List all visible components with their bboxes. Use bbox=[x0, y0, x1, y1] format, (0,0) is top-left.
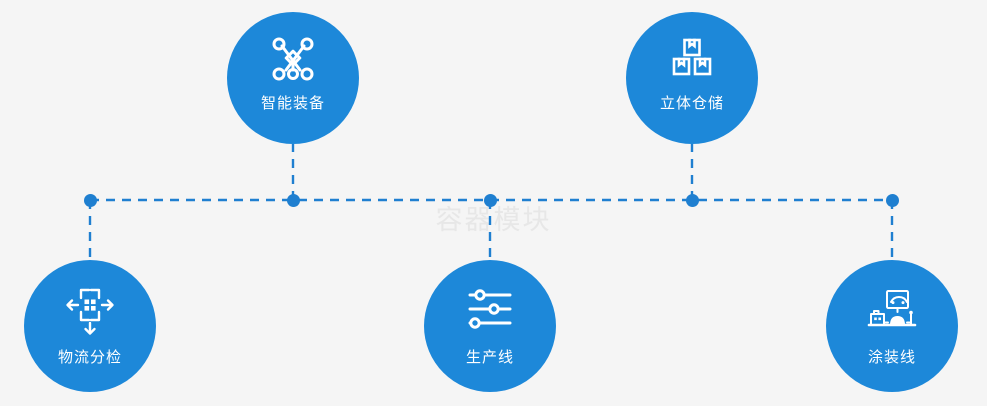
paint-booth-icon bbox=[866, 284, 918, 336]
bus-node-2[interactable] bbox=[286, 193, 300, 207]
node-label-intelligent-equipment: 智能装备 bbox=[260, 94, 325, 112]
bus-node-4[interactable] bbox=[685, 193, 699, 207]
node-stereoscopic-warehouse[interactable]: 立体仓储 bbox=[626, 12, 758, 144]
node-label-painting-line: 涂装线 bbox=[867, 348, 916, 366]
node-production-line[interactable]: 生产线 bbox=[424, 260, 556, 392]
node-logistics-sorting[interactable]: 物流分检 bbox=[24, 260, 156, 392]
bus-node-3[interactable] bbox=[483, 193, 497, 207]
node-label-stereoscopic-warehouse: 立体仓储 bbox=[659, 94, 724, 112]
bus-node-1[interactable] bbox=[83, 193, 97, 207]
watermark-text: 容器模块 bbox=[435, 205, 552, 236]
node-intelligent-equipment[interactable]: 智能装备 bbox=[227, 12, 359, 144]
stacked-boxes-icon bbox=[666, 34, 718, 86]
node-painting-line[interactable]: 涂装线 bbox=[826, 260, 958, 392]
sorting-arrows-icon bbox=[64, 284, 116, 336]
bus-node-5[interactable] bbox=[885, 193, 899, 207]
node-label-production-line: 生产线 bbox=[465, 348, 514, 366]
sliders-icon bbox=[464, 284, 516, 336]
network-nodes-icon bbox=[267, 34, 319, 86]
node-label-logistics-sorting: 物流分检 bbox=[57, 348, 122, 366]
